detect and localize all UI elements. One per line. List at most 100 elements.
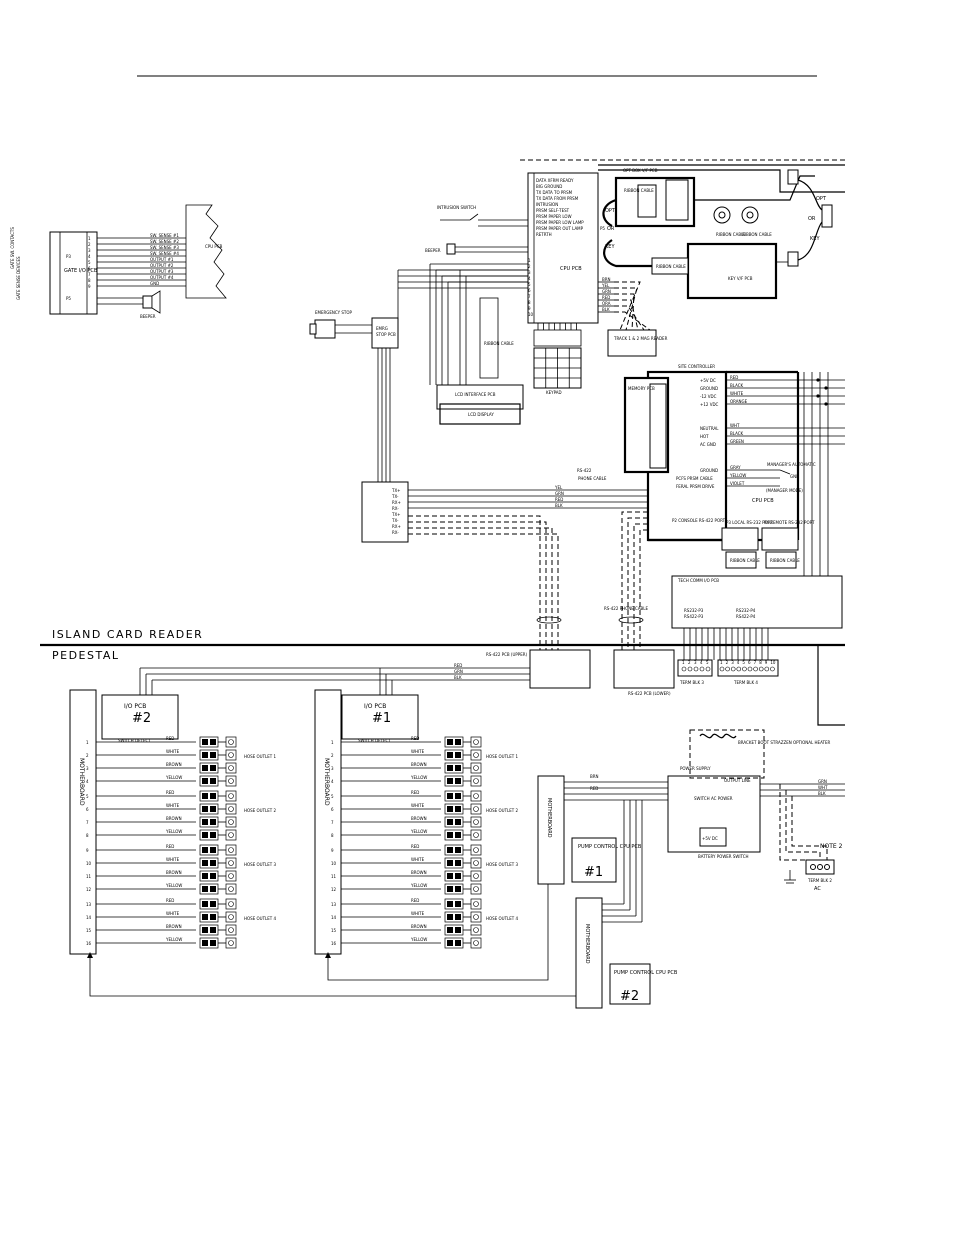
rs-pin-label: TX- — [391, 518, 399, 523]
hose-wire-label: YELLOW — [410, 883, 427, 888]
opt-label-right: OPT — [816, 196, 827, 202]
phone-cable-label: PHONE CABLE — [578, 476, 607, 481]
power-supply: POWER SUPPLY OUTPUT LINE SWITCH AC POWER… — [667, 766, 761, 859]
relay-contact — [455, 765, 461, 771]
mag-wire — [614, 305, 645, 331]
terminal-number: 4 — [737, 660, 740, 665]
relay-contact — [202, 901, 208, 907]
ac-terminal: TERM BLK 2 AC — [805, 859, 835, 892]
relay-contact — [447, 901, 453, 907]
hose-wire-label: YELLOW — [410, 775, 427, 780]
pin-number: 3 — [331, 766, 334, 771]
connector-pin — [228, 940, 234, 946]
pin-number: 14 — [86, 915, 92, 920]
term-blk-3-label: TERM BLK 3 — [679, 680, 704, 685]
key-vf-pcb: KEY V/F PCB RIBBON CABLE RIBBON CABLE — [686, 206, 778, 300]
relay-contact — [447, 914, 453, 920]
rs-pin-label: TX+ — [391, 488, 401, 493]
cpu-pin-label: PRSM PAPER OUT LAMP — [536, 226, 584, 231]
connector-pin — [473, 886, 479, 892]
pin-number: 14 — [331, 915, 337, 920]
relay-contact — [447, 819, 453, 825]
dc5v-label: +5V DC — [702, 836, 718, 841]
pin-number: 7 — [86, 820, 89, 825]
pin-number: 4 — [331, 779, 334, 784]
ac-label: AC — [814, 886, 821, 892]
connector-pin — [473, 847, 479, 853]
gnd-label: GND — [790, 474, 799, 479]
power-wire-label: WHITE — [730, 391, 744, 396]
terminal — [693, 666, 699, 672]
rs-pin-label: RX+ — [392, 524, 401, 529]
connector-pin — [473, 860, 479, 866]
pump2-num: #2 — [620, 989, 639, 1004]
connector-pin — [228, 806, 234, 812]
junction — [816, 378, 820, 382]
pin-number: 11 — [86, 874, 92, 879]
connector-pin — [228, 886, 234, 892]
cpu-pin-label: TX DATA TO PRSM — [535, 190, 573, 195]
svg-text:P3: P3 — [66, 254, 71, 259]
relay-contact — [455, 860, 461, 866]
bracket: BRACKET BOOT STRAZZEN OPTIONAL HEATER — [689, 729, 830, 779]
hose-wire-label: BROWN — [411, 924, 427, 929]
cpu-pin-label: DATA XFRM READY — [536, 178, 574, 183]
mag-wire-label: BLK — [602, 307, 610, 312]
pin-number: 4 — [86, 779, 89, 784]
motherboard-mid: MOTHERBOARD — [314, 689, 342, 955]
relay-contact — [202, 819, 208, 825]
signal-wire-label: YELLOW — [729, 473, 746, 478]
tech-comm-label: TECH COMM I/O PCB — [677, 578, 719, 583]
terminal — [770, 666, 775, 672]
power-supply-label: POWER SUPPLY — [680, 766, 711, 771]
pin-number: 16 — [331, 941, 337, 946]
terminal-number: 6 — [748, 660, 751, 665]
relay-contact — [455, 819, 461, 825]
pin-number: 9 — [528, 306, 531, 311]
ps-wire-label: WHT — [818, 785, 828, 790]
terminal — [736, 666, 742, 672]
relay-contact — [455, 832, 461, 838]
connector-pin — [473, 901, 479, 907]
pin-number: 2 — [528, 264, 531, 269]
note2-label: NOTE 2 — [820, 843, 843, 850]
relay-contact — [447, 927, 453, 933]
relay-contact — [447, 847, 453, 853]
hose-wire-label: YELLOW — [165, 937, 182, 942]
terminal-number: 3 — [731, 660, 734, 665]
rs422-lower-label: RS-422 PCB (LOWER) — [628, 691, 671, 696]
relay-contact — [447, 739, 453, 745]
pin-number: 6 — [86, 807, 89, 812]
ribbon-label-p4: RIBBON CABLE — [770, 558, 800, 563]
bracket-label: BRACKET BOOT STRAZZEN OPTIONAL HEATER — [738, 740, 830, 745]
hose-wire-label: BROWN — [166, 816, 182, 821]
opt-box-label: OPT BOX V/F PCB — [623, 168, 658, 173]
pin-number: 13 — [331, 902, 337, 907]
hose-outlet-label: HOSE OUTLET 3 — [244, 862, 276, 867]
connector-pin — [473, 765, 479, 771]
relay-contact — [202, 752, 208, 758]
relay-contact — [447, 860, 453, 866]
pin-number: 5 — [331, 794, 334, 799]
pin-number: 13 — [86, 902, 92, 907]
beeper-label: BEEPER — [140, 314, 156, 319]
connector-pin — [228, 739, 234, 745]
terminal — [753, 666, 758, 672]
terminal-number: 2 — [688, 660, 691, 665]
lcd-display-label: LCD DISPLAY — [468, 412, 494, 417]
ac-label: NEUTRAL — [700, 426, 719, 431]
connector-pin — [228, 819, 234, 825]
tech-port-label: RS232-P3 — [684, 608, 704, 613]
rs-wire-label: RED — [555, 497, 563, 502]
bus-wire-label: GRN — [454, 669, 463, 674]
rs422-upper: RS-422 PCB (UPPER) — [486, 649, 591, 689]
pump1-label: PUMP CONTROL CPU PCB — [578, 844, 642, 850]
pin-number: 10 — [528, 312, 534, 317]
relay-contact — [202, 739, 208, 745]
pin-number: 6 — [331, 807, 334, 812]
cpu-pin-label: TX DATA FROM PRSM — [535, 196, 579, 201]
pin-number: 1 — [331, 740, 334, 745]
relay-contact — [210, 927, 216, 933]
cpu-pcb-torn: CPU PCB — [185, 204, 227, 299]
